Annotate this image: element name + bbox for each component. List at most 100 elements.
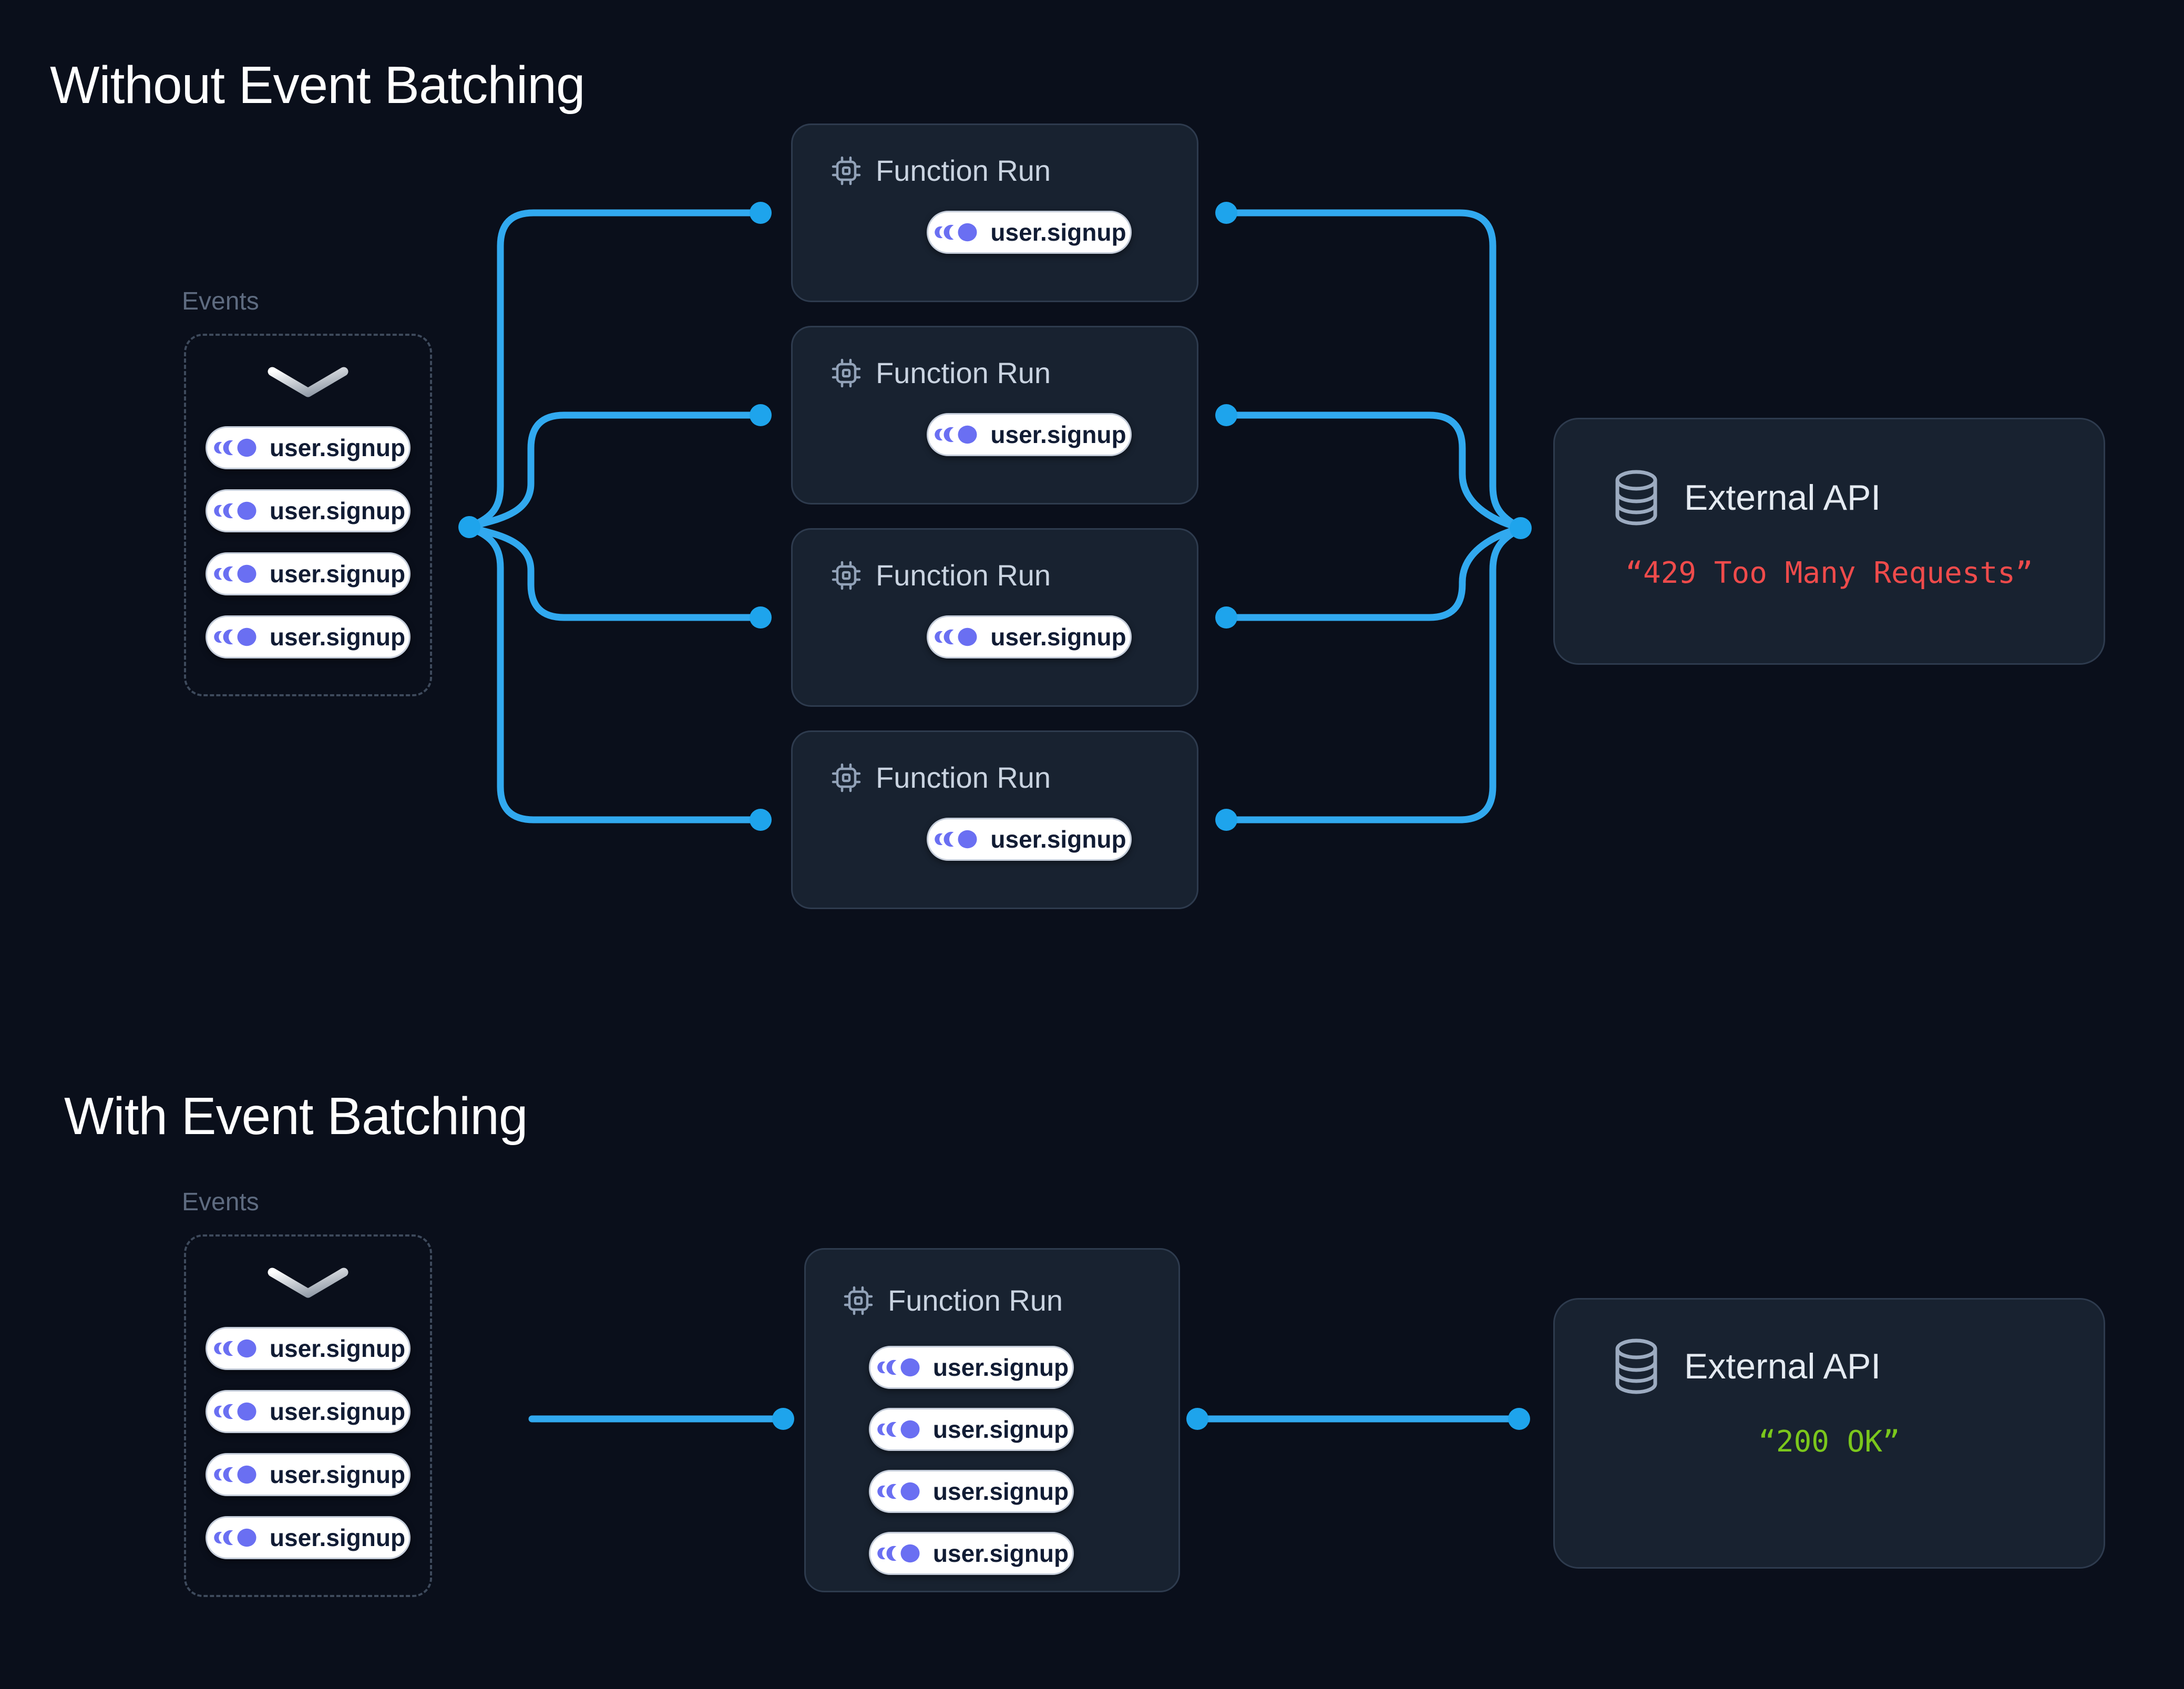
dot-fn1-in	[750, 202, 772, 224]
dot-fn2-out	[1215, 404, 1237, 426]
function-run-card: Function Run user.signup	[791, 326, 1198, 504]
inngest-event-icon	[214, 564, 257, 583]
events-queue-box: user.signup user.signup user.signup	[184, 334, 432, 696]
dot-api-in	[1510, 517, 1532, 539]
dot-fn3-out	[1215, 606, 1237, 629]
event-pill: user.signup	[926, 413, 1132, 456]
connector-fanin-3	[1223, 524, 1524, 621]
external-api-header: External API	[1555, 1337, 2104, 1395]
connector-fanin-4	[1223, 524, 1524, 823]
function-run-header: Function Run	[843, 1283, 1178, 1317]
event-pill: user.signup	[869, 1408, 1074, 1451]
external-api-title: External API	[1684, 478, 1881, 518]
inngest-event-icon	[214, 501, 257, 520]
inngest-event-icon	[935, 830, 977, 849]
dot-batch-fn-out	[1186, 1408, 1208, 1430]
function-run-card: Function Run user.signup	[791, 123, 1198, 302]
dot-fn4-out	[1215, 809, 1237, 831]
chevron-down-icon	[268, 1268, 348, 1298]
function-run-events: user.signup	[861, 211, 1197, 254]
event-pill: user.signup	[206, 552, 411, 595]
section-title-with-batching: With Event Batching	[64, 1087, 528, 1146]
chevron-down-icon	[268, 367, 348, 397]
events-label: Events	[182, 1188, 259, 1216]
inngest-event-icon	[935, 425, 977, 444]
event-pill: user.signup	[206, 1390, 411, 1433]
inngest-event-icon	[214, 438, 257, 457]
inngest-event-icon	[214, 1528, 257, 1547]
event-pill: user.signup	[869, 1470, 1074, 1513]
event-pill-label: user.signup	[269, 497, 406, 524]
event-pill-label: user.signup	[269, 623, 406, 651]
event-pill-label: user.signup	[990, 826, 1126, 853]
event-pill: user.signup	[206, 1327, 411, 1370]
inngest-event-icon	[877, 1420, 920, 1439]
event-pill: user.signup	[926, 615, 1132, 658]
event-list: user.signup user.signup user.signup	[206, 426, 411, 658]
inngest-event-icon	[214, 1339, 257, 1358]
external-api-header: External API	[1555, 469, 2104, 527]
dot-fn3-in	[750, 606, 772, 629]
event-pill-label: user.signup	[932, 1354, 1069, 1381]
cpu-chip-icon	[832, 763, 861, 792]
dot-batch-fn-in	[772, 1408, 794, 1430]
section-title-without-batching: Without Event Batching	[50, 56, 585, 115]
event-pill-label: user.signup	[269, 560, 406, 588]
event-pill-label: user.signup	[990, 623, 1126, 651]
cpu-chip-icon	[832, 156, 861, 185]
inngest-event-icon	[935, 627, 977, 646]
connector-fanout-1	[466, 209, 764, 531]
external-api-card: External API “429 Too Many Requests”	[1553, 418, 2105, 665]
event-pill-label: user.signup	[269, 1461, 406, 1488]
event-pill-label: user.signup	[269, 434, 406, 461]
function-run-title: Function Run	[876, 356, 1051, 389]
inngest-event-icon	[877, 1358, 920, 1377]
connector-fanout-2	[466, 411, 764, 531]
event-pill-label: user.signup	[932, 1478, 1069, 1505]
inngest-event-icon	[935, 223, 977, 242]
connector-fanout-3	[466, 523, 764, 621]
event-list: user.signup user.signup user.signup	[206, 1327, 411, 1559]
dot-fn4-in	[750, 809, 772, 831]
event-pill-label: user.signup	[269, 1398, 406, 1425]
event-pill: user.signup	[206, 615, 411, 658]
function-run-header: Function Run	[830, 558, 1197, 592]
database-icon	[1615, 1338, 1657, 1394]
inngest-event-icon	[214, 627, 257, 646]
function-run-header: Function Run	[830, 760, 1197, 795]
external-api-card: External API “200 OK”	[1553, 1298, 2105, 1569]
database-icon	[1615, 470, 1657, 526]
function-run-events: user.signup user.signup user.signup	[869, 1346, 1178, 1575]
event-pill: user.signup	[206, 489, 411, 532]
function-run-events: user.signup	[861, 615, 1197, 658]
api-status-text: “429 Too Many Requests”	[1625, 556, 2033, 590]
connector-fanin-2	[1223, 411, 1524, 532]
external-api-title: External API	[1684, 1346, 1881, 1386]
function-run-title: Function Run	[876, 559, 1051, 592]
event-pill-label: user.signup	[990, 421, 1126, 448]
event-pill: user.signup	[926, 818, 1132, 861]
cpu-chip-icon	[844, 1286, 873, 1315]
cpu-chip-icon	[832, 561, 861, 590]
event-pill: user.signup	[206, 1453, 411, 1496]
function-run-card: Function Run user.signup	[791, 528, 1198, 707]
events-panel: Events user.signup	[180, 287, 435, 696]
inngest-event-icon	[214, 1465, 257, 1484]
event-pill: user.signup	[206, 1516, 411, 1559]
function-run-title: Function Run	[876, 154, 1051, 187]
events-queue-box: user.signup user.signup user.signup	[184, 1234, 432, 1597]
inngest-event-icon	[877, 1482, 920, 1501]
connector-fanout-4	[466, 523, 764, 823]
event-pill-label: user.signup	[990, 219, 1126, 246]
function-run-events: user.signup	[861, 818, 1197, 861]
event-pill-label: user.signup	[932, 1540, 1069, 1567]
function-run-header: Function Run	[830, 356, 1197, 390]
event-pill: user.signup	[206, 426, 411, 469]
function-run-card: Function Run user.signup	[791, 730, 1198, 909]
event-pill: user.signup	[869, 1346, 1074, 1389]
function-run-card-batched: Function Run user.signup user.signup	[804, 1248, 1180, 1592]
inngest-event-icon	[214, 1402, 257, 1421]
event-pill-label: user.signup	[269, 1335, 406, 1362]
function-run-title: Function Run	[888, 1284, 1063, 1317]
